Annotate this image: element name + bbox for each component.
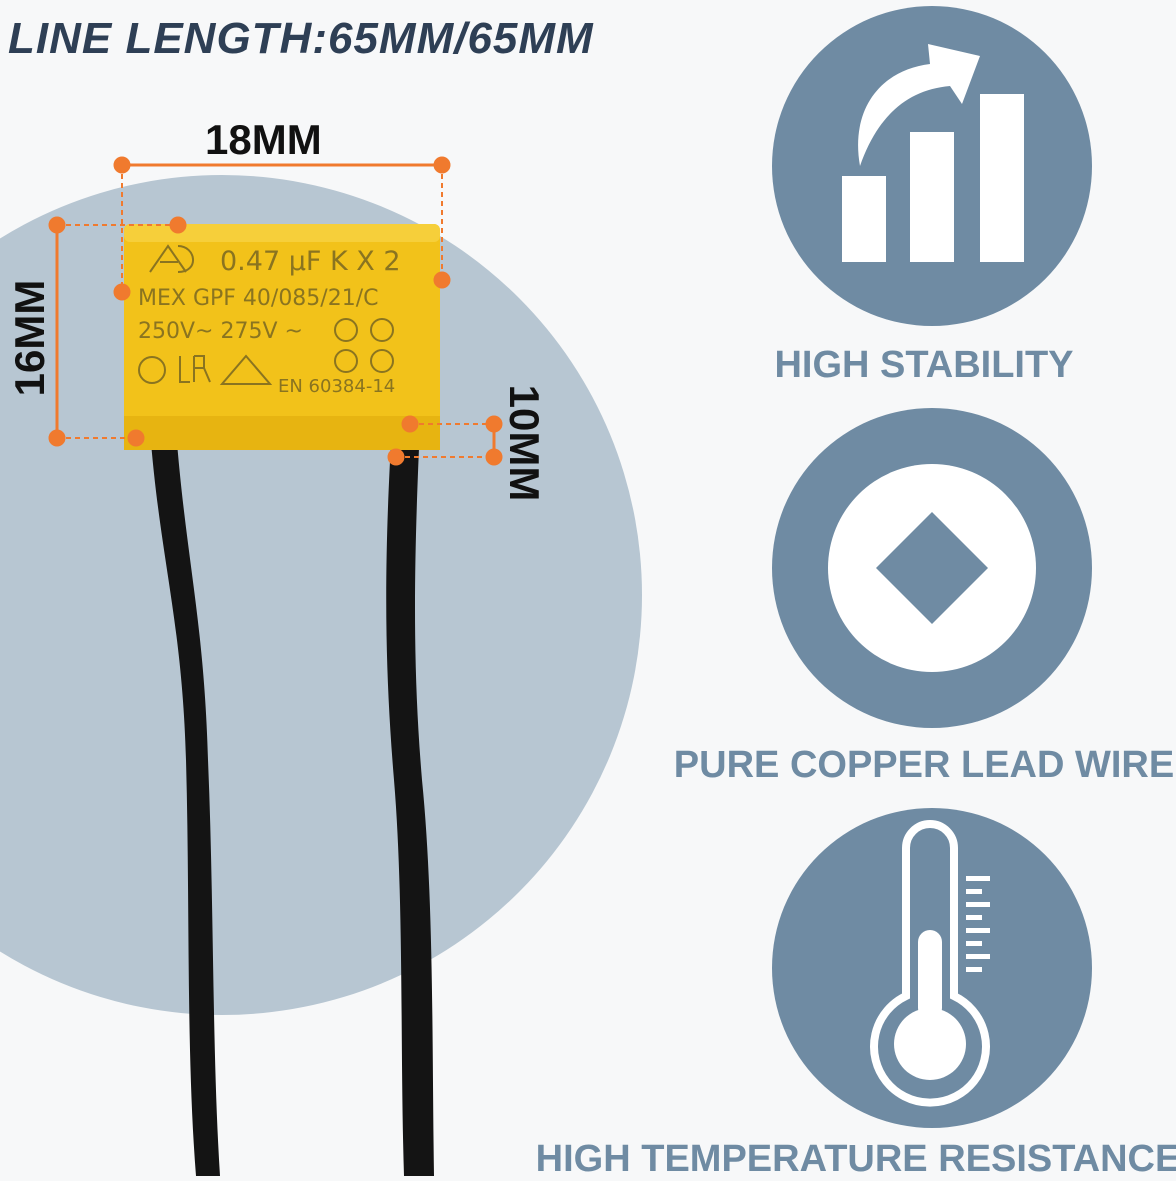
left-lead-wire bbox=[150, 430, 220, 1176]
cert-mark-sa bbox=[138, 356, 166, 384]
ad-logo bbox=[149, 244, 194, 273]
chart-up-icon bbox=[772, 6, 1092, 326]
cert-mark-s bbox=[334, 349, 358, 373]
capacitor-marking-3: 250V~ 275V ~ bbox=[138, 319, 303, 344]
lead-dimension-label: 10MM bbox=[501, 384, 548, 502]
height-dimension-label: 16MM bbox=[6, 279, 53, 397]
diamond-icon bbox=[772, 408, 1092, 728]
cert-mark-ur bbox=[179, 355, 211, 383]
dimension-guides bbox=[48, 156, 503, 466]
cert-mark-fi bbox=[370, 318, 394, 342]
cert-mark-d bbox=[334, 318, 358, 342]
capacitor-marking-2: MEX GPF 40/085/21/C bbox=[138, 286, 379, 311]
cert-mark-n bbox=[370, 349, 394, 373]
capacitor-marking-4: EN 60384-14 bbox=[278, 376, 395, 397]
feature-label-copper: PURE COPPER LEAD WIRE bbox=[673, 744, 1175, 786]
capacitor-marking-1: 0.47 μF K X 2 bbox=[220, 246, 401, 277]
feature-label-temperature: HIGH TEMPERATURE RESISTANCE bbox=[535, 1138, 1176, 1180]
width-dimension-label: 18MM bbox=[205, 116, 322, 163]
feature-label-stability: HIGH STABILITY bbox=[774, 344, 1074, 386]
cert-mark-vde bbox=[219, 354, 273, 385]
page-title: LINE LENGTH:65MM/65MM bbox=[8, 14, 594, 63]
capacitor-body: 0.47 μF K X 2 MEX GPF 40/085/21/C 250V~ … bbox=[124, 224, 440, 450]
thermometer-icon bbox=[772, 808, 1092, 1128]
right-lead-wire bbox=[386, 425, 434, 1176]
